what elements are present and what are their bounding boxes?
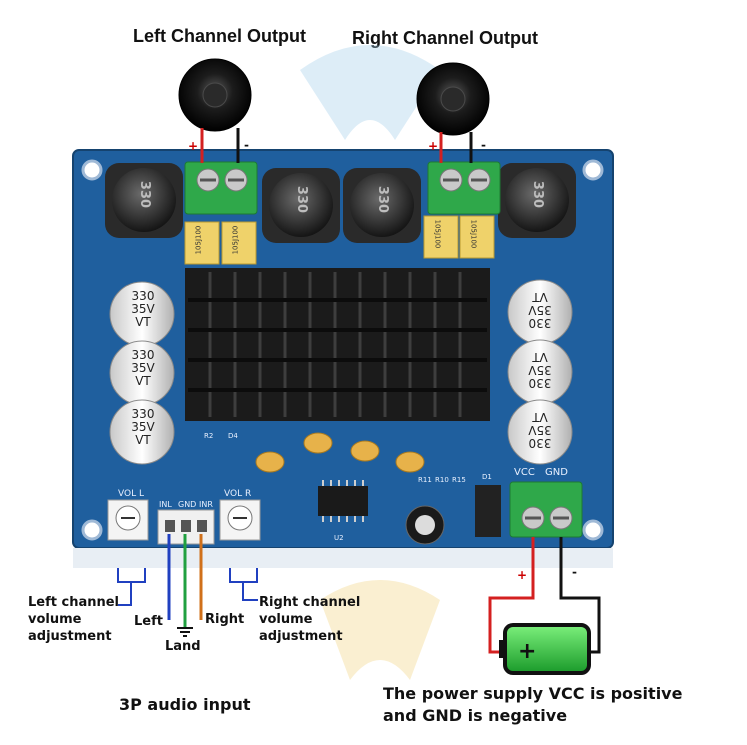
silkscreen-r11: R11 xyxy=(418,476,432,484)
heatsink xyxy=(185,268,490,421)
right-input-label: Right xyxy=(205,612,245,627)
inductor-marking: 330 xyxy=(530,180,546,209)
power-minus-sign: - xyxy=(572,565,577,579)
left-speaker-plus-sign: + xyxy=(188,139,199,153)
silkscreen-d4: D4 xyxy=(228,432,238,440)
cap-series: VT xyxy=(135,315,151,329)
electrolytic-capacitor xyxy=(507,279,573,465)
inductor xyxy=(262,168,340,243)
audio-input-label: 3P audio input xyxy=(119,695,251,714)
left-input-label: Left xyxy=(134,614,163,629)
left-channel-output-title: Left Channel Output xyxy=(133,26,306,46)
cap-value: 330 xyxy=(528,376,552,390)
cap-voltage: 35V xyxy=(528,303,552,317)
ceramic-capacitor xyxy=(255,432,425,473)
ic-chip xyxy=(318,480,368,522)
inductor xyxy=(105,163,183,238)
right-volume-label: Right channel volume adjustment xyxy=(259,595,361,644)
battery-icon: + xyxy=(499,623,591,675)
silkscreen-vcc: VCC xyxy=(514,467,535,478)
cap-value: 330 xyxy=(131,407,155,421)
silkscreen-r10: R10 xyxy=(435,476,449,484)
film-cap-marking: 105J100 xyxy=(469,219,478,249)
silkscreen-r2: R2 xyxy=(204,432,214,440)
silkscreen-u2: U2 xyxy=(334,534,344,542)
watermark xyxy=(300,45,440,680)
left-output-terminal xyxy=(184,161,258,215)
cap-value: 330 xyxy=(528,436,552,450)
inductor-marking: 330 xyxy=(375,185,391,214)
ground-symbol xyxy=(177,627,193,637)
silkscreen-gnd-power: GND xyxy=(545,467,568,478)
cap-voltage: 35V xyxy=(528,363,552,377)
cap-value: 330 xyxy=(528,316,552,330)
electrolytic-marking: 330 35V VT xyxy=(128,290,158,329)
mounting-hole xyxy=(582,519,604,541)
left-speaker xyxy=(178,58,252,132)
cap-voltage: 35V xyxy=(528,423,552,437)
power-note-line1: The power supply VCC is positive xyxy=(383,684,683,703)
electrolytic-marking: 330 35V VT xyxy=(525,350,555,390)
electrolytic-marking: 330 35V VT xyxy=(525,290,555,330)
power-plus-sign: + xyxy=(517,568,528,582)
cap-voltage: 35V xyxy=(131,302,155,316)
silkscreen-vol-r: VOL R xyxy=(224,489,252,499)
inductor-marking: 330 xyxy=(294,185,310,214)
cap-series: VT xyxy=(532,290,548,304)
film-capacitor xyxy=(184,215,495,265)
cap-value: 330 xyxy=(131,289,155,303)
right-speaker-plus-sign: + xyxy=(428,139,439,153)
silkscreen-d1: D1 xyxy=(482,473,492,481)
power-negative-wire xyxy=(559,537,601,654)
right-speaker-minus-sign: - xyxy=(481,138,486,152)
left-volume-potentiometer xyxy=(107,499,149,541)
electrolytic-capacitor xyxy=(109,281,175,465)
cap-voltage: 35V xyxy=(131,361,155,375)
left-volume-bracket xyxy=(117,568,146,583)
inductor xyxy=(343,168,421,243)
diode-d1 xyxy=(475,485,501,537)
inductor xyxy=(498,163,576,238)
silkscreen-vol-l: VOL L xyxy=(118,489,144,499)
right-channel-output-title: Right Channel Output xyxy=(352,28,538,48)
silkscreen-r15: R15 xyxy=(452,476,466,484)
left-volume-leader xyxy=(118,582,132,606)
right-volume-leader xyxy=(242,582,258,601)
right-output-terminal xyxy=(427,161,501,215)
electrolytic-marking: 330 35V VT xyxy=(128,408,158,447)
right-speaker xyxy=(416,62,490,136)
right-volume-potentiometer xyxy=(219,499,261,541)
cap-series: VT xyxy=(532,410,548,424)
cap-voltage: 35V xyxy=(131,420,155,434)
silkscreen-inl: INL xyxy=(159,500,172,509)
svg-text:+: + xyxy=(518,639,536,664)
silkscreen-gnd: GND xyxy=(178,500,197,509)
left-speaker-minus-sign: - xyxy=(244,138,249,152)
film-cap-marking: 105J100 xyxy=(433,219,442,249)
left-volume-label: Left channel volume adjustment xyxy=(28,595,120,644)
power-note-line2: and GND is negative xyxy=(383,706,568,725)
cap-value: 330 xyxy=(131,348,155,362)
land-label: Land xyxy=(165,639,201,654)
power-positive-wire xyxy=(488,537,535,654)
mounting-hole xyxy=(81,519,103,541)
film-cap-marking: 105J100 xyxy=(231,225,240,255)
mounting-hole xyxy=(582,159,604,181)
small-electrolytic-capacitor xyxy=(405,505,445,545)
cap-series: VT xyxy=(135,374,151,388)
electrolytic-marking: 330 35V VT xyxy=(128,349,158,388)
right-volume-bracket xyxy=(229,568,258,583)
cap-series: VT xyxy=(532,350,548,364)
pcb-edge xyxy=(73,548,613,568)
cap-series: VT xyxy=(135,433,151,447)
film-cap-marking: 105J100 xyxy=(194,225,203,255)
inductor-marking: 330 xyxy=(137,180,153,209)
silkscreen-inr: INR xyxy=(199,500,213,509)
electrolytic-marking: 330 35V VT xyxy=(525,410,555,450)
mounting-hole xyxy=(81,159,103,181)
power-input-terminal xyxy=(509,481,583,538)
